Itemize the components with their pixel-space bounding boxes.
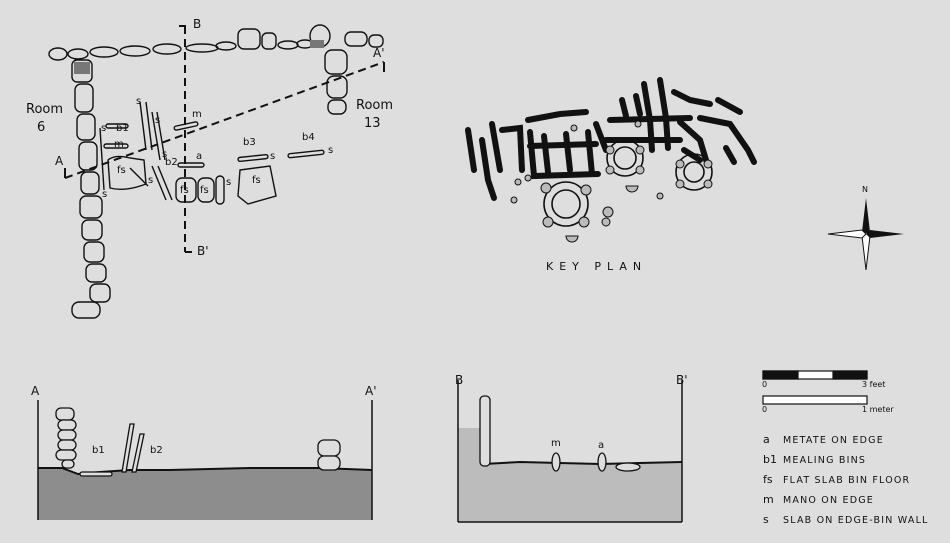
section-bb-right: B' <box>676 373 688 387</box>
plan-label-fs: fs <box>252 175 261 186</box>
scale-meter-end: 1 meter <box>862 405 894 414</box>
plan-label-s: s <box>101 123 107 134</box>
plan-label-m: m <box>192 109 202 120</box>
legend-text: FLAT SLAB BIN FLOOR <box>783 475 911 486</box>
marker-a-prime: A' <box>373 46 385 60</box>
north-arrow <box>827 198 904 271</box>
plan-label-s: s <box>328 145 334 156</box>
plan-label-m: m <box>114 139 124 150</box>
plan-label-s: s <box>136 96 142 107</box>
marker-b: B <box>193 17 202 31</box>
section-bb-drawing <box>457 380 683 523</box>
section-aa-drawing <box>37 400 373 520</box>
plan-label-s: s <box>155 115 161 126</box>
plan-label-s: s <box>270 151 276 162</box>
plan-label-a: a <box>196 151 203 162</box>
plan-label-b2: b2 <box>165 157 178 168</box>
marker-a: A <box>55 154 64 168</box>
legend-item: s SLAB ON EDGE-BIN WALL <box>763 513 929 526</box>
plan-label-b4: b4 <box>302 132 315 143</box>
scale-feet-end: 3 feet <box>862 380 886 389</box>
legend-symbol: s <box>763 513 769 526</box>
legend-item: a METATE ON EDGE <box>763 433 884 446</box>
plan-right-wall <box>324 49 348 115</box>
legend-symbol: m <box>763 493 774 506</box>
plan-label-fs: fs <box>117 165 126 176</box>
room13-label: Room <box>356 98 394 113</box>
plan-label-b1: b1 <box>116 123 129 134</box>
plan-label-s: s <box>162 149 168 160</box>
legend-item: m MANO ON EDGE <box>763 493 874 506</box>
key-plan-drawing <box>465 77 757 201</box>
section-aa-right: A' <box>365 384 377 398</box>
room13-number: 13 <box>364 116 381 131</box>
legend-item: b1 MEALING BINS <box>763 453 866 466</box>
legend-item: fs FLAT SLAB BIN FLOOR <box>763 473 910 486</box>
plan-corner-shade <box>74 62 90 74</box>
section-bb-left: B <box>455 373 464 387</box>
plan-bins <box>99 101 325 205</box>
room6-number: 6 <box>37 120 46 135</box>
plan-label-fs: fs <box>180 185 189 196</box>
legend-text: METATE ON EDGE <box>783 435 884 446</box>
legend-text: MEALING BINS <box>783 455 867 466</box>
plan-label-s: s <box>148 175 154 186</box>
legend-symbol: a <box>763 433 770 446</box>
plan-left-wall <box>71 59 111 319</box>
legend-symbol: b1 <box>763 453 777 466</box>
key-plan-title: KEY PLAN <box>546 260 648 273</box>
plan-top-wall <box>48 24 384 61</box>
legend-text: SLAB ON EDGE-BIN WALL <box>783 515 929 526</box>
section-aa-b2: b2 <box>150 445 163 456</box>
scale-meter-start: 0 <box>762 405 768 414</box>
plan-label-s: s <box>226 177 232 188</box>
room6-label: Room <box>26 102 64 117</box>
key-plan-rooms <box>510 120 713 243</box>
plan-label-fs: fs <box>200 185 209 196</box>
north-label: N <box>862 185 868 194</box>
marker-b-prime: B' <box>197 244 209 258</box>
section-aa-b1: b1 <box>92 445 105 456</box>
plan-label-b3: b3 <box>243 137 256 148</box>
section-aa-left: A <box>31 384 40 398</box>
plan-corner-shade <box>310 40 324 48</box>
section-bb-a: a <box>598 440 605 451</box>
legend-text: MANO ON EDGE <box>783 495 874 506</box>
plan-label-s: s <box>102 189 108 200</box>
scale-feet-start: 0 <box>762 380 768 389</box>
legend-symbol: fs <box>763 473 773 486</box>
section-line-aa <box>64 61 385 179</box>
key-plan-kivas <box>543 139 713 227</box>
section-bb-m: m <box>551 438 561 449</box>
scale-bar <box>762 370 868 405</box>
